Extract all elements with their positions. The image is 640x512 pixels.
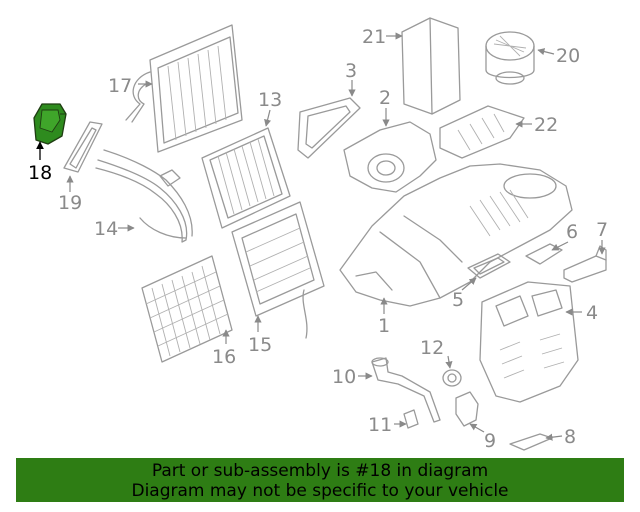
callout-13: 13 — [258, 89, 282, 111]
callout-labels: 17 13 3 2 21 20 22 18 19 14 15 16 1 5 6 … — [28, 26, 608, 452]
callout-5: 5 — [452, 289, 464, 311]
part-4-lower-case — [479, 281, 579, 403]
part-3-seal — [297, 97, 361, 159]
part-1-hvac-case — [339, 163, 573, 307]
part-5-seal — [467, 253, 511, 279]
part-17-evaporator — [125, 24, 243, 153]
callout-14: 14 — [94, 218, 118, 240]
part-22-cover — [439, 105, 525, 159]
part-15-frame — [231, 201, 325, 339]
part-20-blower-motor — [485, 31, 535, 85]
part-19-gasket — [63, 121, 103, 173]
info-banner: Part or sub-assembly is #18 in diagram D… — [16, 458, 624, 502]
callout-18: 18 — [28, 162, 52, 184]
callout-12: 12 — [420, 337, 444, 359]
part-11-plug — [403, 409, 419, 429]
callout-11: 11 — [368, 414, 392, 436]
part-21-filter — [401, 17, 461, 115]
part-9-sensor — [455, 391, 479, 427]
callout-9: 9 — [484, 430, 496, 452]
callout-2: 2 — [379, 87, 391, 109]
callout-17: 17 — [108, 75, 132, 97]
part-18-actuator — [33, 103, 67, 145]
part-8-pad — [509, 433, 553, 451]
callout-3: 3 — [345, 60, 357, 82]
leader-lines — [36, 32, 606, 441]
callout-20: 20 — [556, 45, 580, 67]
part-16-grid — [141, 255, 233, 363]
parts-diagram: 17 13 3 2 21 20 22 18 19 14 15 16 1 5 6 … — [28, 17, 608, 452]
callout-22: 22 — [534, 114, 558, 136]
part-12-grommet — [442, 369, 462, 387]
part-10-drain — [371, 357, 441, 423]
part-6-flap — [525, 243, 563, 265]
callout-15: 15 — [248, 334, 272, 356]
callout-7: 7 — [596, 219, 608, 241]
callout-1: 1 — [378, 315, 390, 337]
callout-21: 21 — [362, 26, 386, 48]
callout-8: 8 — [564, 426, 576, 448]
banner-line-1: Part or sub-assembly is #18 in diagram — [151, 461, 489, 481]
callout-10: 10 — [332, 366, 356, 388]
callout-6: 6 — [566, 221, 578, 243]
callout-4: 4 — [586, 302, 598, 324]
part-2-blower-housing — [343, 121, 437, 193]
banner-line-2: Diagram may not be specific to your vehi… — [131, 481, 509, 501]
callout-19: 19 — [58, 192, 82, 214]
part-13-heater-core — [201, 127, 291, 229]
part-14-pipes — [95, 149, 193, 243]
part-7-actuator — [563, 245, 607, 283]
callout-16: 16 — [212, 346, 236, 368]
